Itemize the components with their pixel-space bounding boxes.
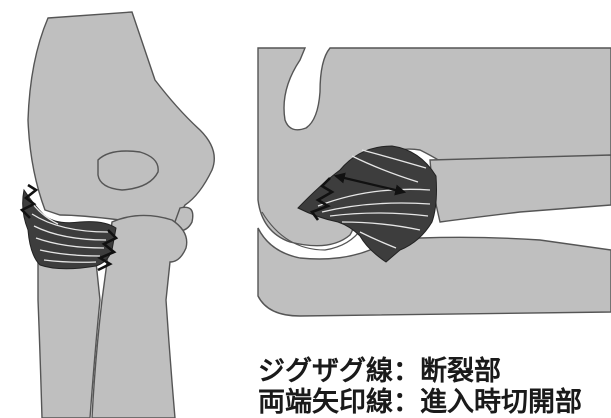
left-elbow-view [22, 12, 214, 418]
humerus-right [258, 48, 611, 246]
right-elbow-view [258, 48, 611, 316]
humerus-left [28, 12, 214, 232]
radius-right [430, 155, 611, 222]
legend: ジグザグ線：断裂部 両端矢印線：進入時切開部 [258, 356, 608, 418]
legend-line-zigzag: ジグザグ線：断裂部 [258, 356, 608, 387]
legend-line-arrow: 両端矢印線：進入時切開部 [258, 387, 608, 418]
ulna-left [38, 260, 100, 418]
